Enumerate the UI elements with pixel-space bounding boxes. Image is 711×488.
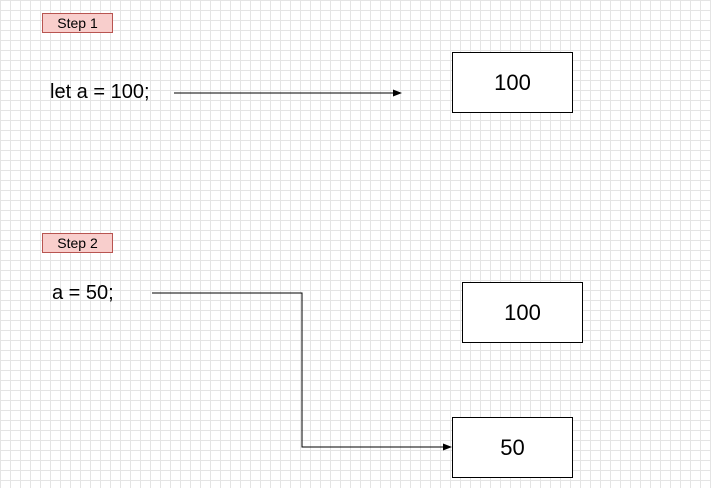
step-1-label: Step 1 (42, 13, 113, 33)
step-2-new-value-box: 50 (452, 417, 573, 478)
step-2-new-value-text: 50 (500, 434, 525, 460)
step-1-value-box: 100 (452, 52, 573, 113)
step-1-arrowhead (393, 89, 402, 97)
step-2-arrow (152, 292, 452, 451)
step-2-old-value-text: 100 (504, 299, 541, 325)
step-2-old-value-box: 100 (462, 282, 583, 343)
step-1-value-text: 100 (494, 69, 531, 95)
step-2-arrow-line (152, 292, 444, 448)
step-2-arrowhead (443, 443, 452, 451)
step-1-arrow (174, 89, 402, 97)
step-2-code: a = 50; (52, 282, 114, 304)
step-1-code: let a = 100; (50, 81, 150, 103)
step-2-label: Step 2 (42, 233, 113, 253)
